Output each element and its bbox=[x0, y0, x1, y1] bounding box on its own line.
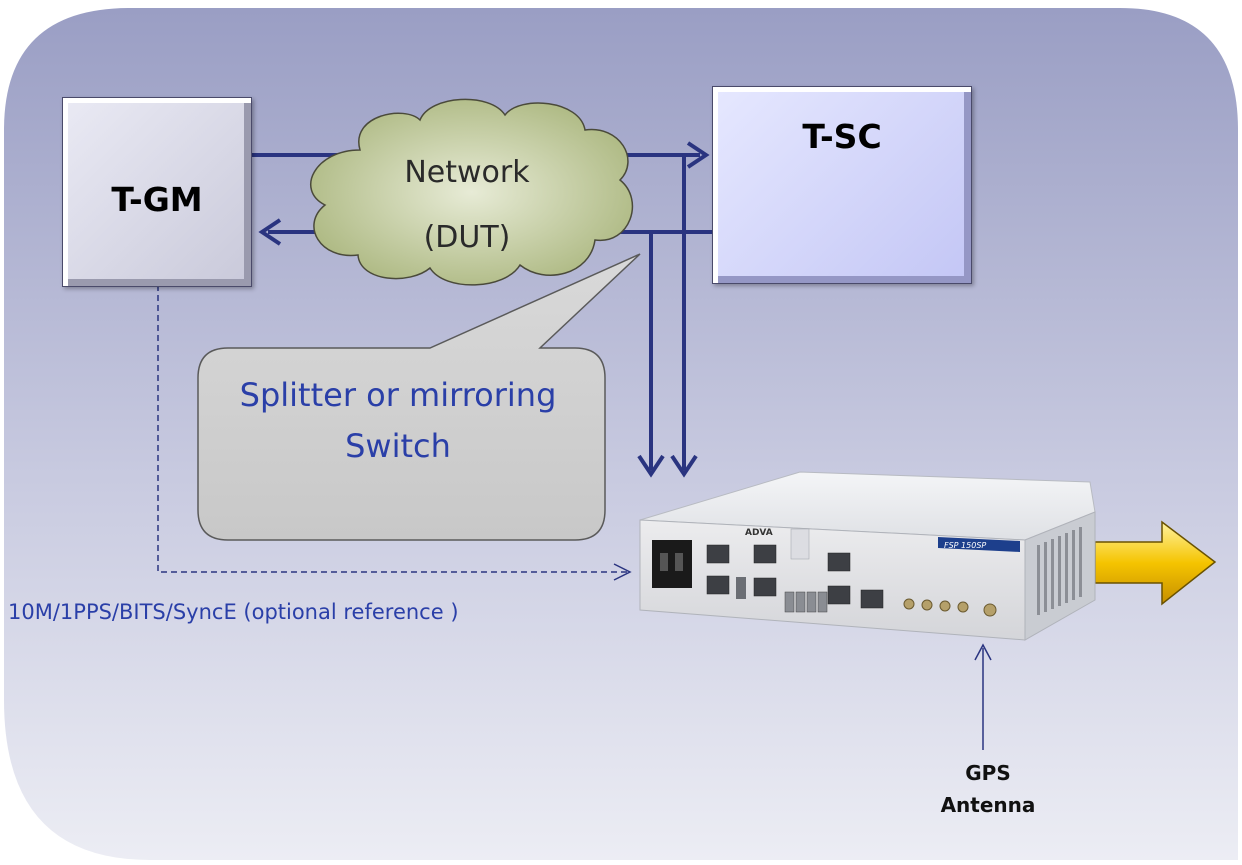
device-brand: ADVA bbox=[745, 528, 773, 538]
splitter-callout-text: Splitter or mirroring Switch bbox=[198, 370, 598, 472]
device-model: FSP 150SP bbox=[944, 541, 986, 550]
reference-dashed-line bbox=[157, 285, 630, 573]
t-sc-label: T-SC bbox=[802, 117, 882, 156]
reference-arrowhead bbox=[613, 563, 632, 581]
power-pin bbox=[675, 553, 683, 571]
sfp-ports bbox=[784, 591, 828, 613]
power-pin bbox=[660, 553, 668, 571]
network-label: Network bbox=[404, 155, 530, 190]
adva-device: FSP 150SP ADVA bbox=[639, 471, 1096, 641]
gps-line-1: GPS bbox=[965, 761, 1011, 785]
reference-label: 10M/1PPS/BITS/SyncE (optional reference … bbox=[8, 600, 459, 624]
splitter-callout-bubble bbox=[197, 253, 641, 541]
network-cloud bbox=[309, 98, 634, 286]
usb-port bbox=[736, 577, 746, 599]
dut-label: (DUT) bbox=[423, 220, 511, 255]
t-gm-node: T-GM bbox=[62, 97, 252, 287]
status-panel bbox=[790, 528, 810, 560]
callout-line-2: Switch bbox=[345, 427, 451, 465]
ethernet-ports bbox=[706, 544, 884, 609]
power-socket bbox=[652, 540, 692, 588]
callout-line-1: Splitter or mirroring bbox=[239, 376, 557, 414]
model-badge bbox=[938, 537, 1020, 552]
gps-line-2: Antenna bbox=[940, 793, 1036, 817]
t-gm-label: T-GM bbox=[111, 180, 203, 219]
coax-connectors bbox=[903, 598, 997, 617]
output-arrow bbox=[1094, 520, 1217, 606]
gps-arrowhead bbox=[974, 643, 992, 661]
side-vents bbox=[1037, 527, 1082, 615]
gps-antenna-label: GPS Antenna bbox=[918, 757, 1058, 821]
t-sc-node: T-SC bbox=[712, 86, 972, 284]
